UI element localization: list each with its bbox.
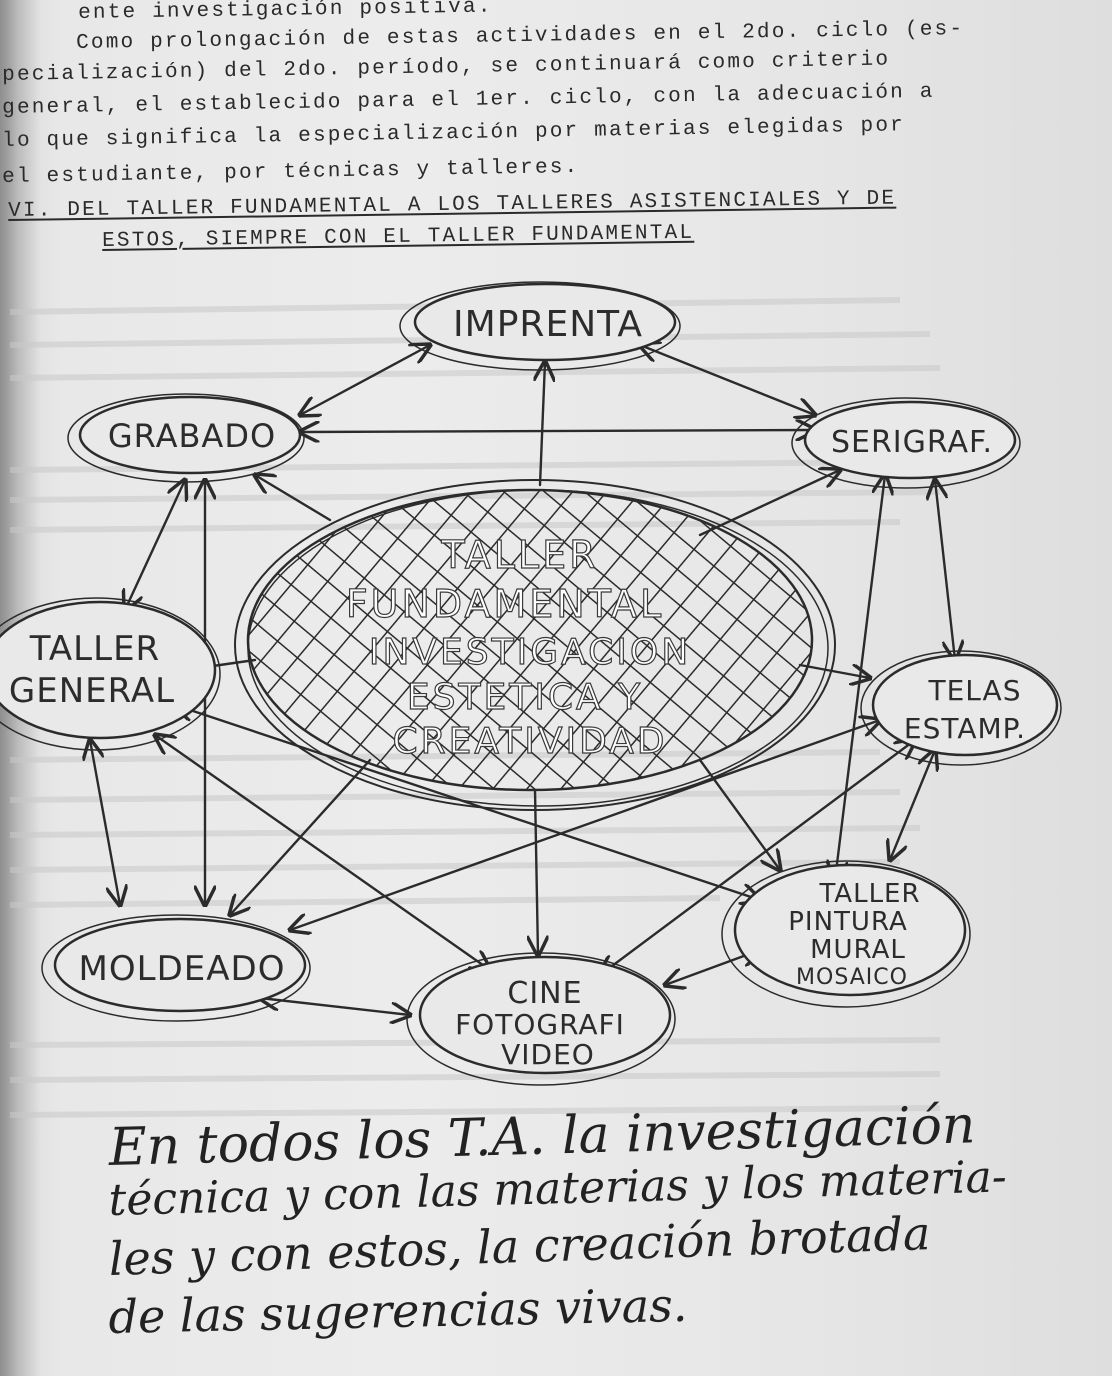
label-telas-1: TELAS (928, 674, 1022, 707)
label-pintura-3: MURAL (810, 935, 906, 965)
label-cine-1: CINE (507, 976, 582, 1011)
label-taller-general-1: TALLER (29, 629, 160, 669)
label-telas-2: ESTAMP. (904, 712, 1026, 745)
center-label-line-4: ESTETICA Y (407, 677, 643, 718)
center-node: TALLER FUNDAMENTAL INVESTIGACION ESTETIC… (234, 479, 836, 811)
arrow-imprenta-serigrafia (640, 345, 815, 415)
center-label-line-5: CREATIVIDAD (392, 721, 667, 762)
label-pintura-2: PINTURA (788, 907, 908, 937)
arrow-grabado-serigrafia (300, 430, 815, 432)
arrow-telas-pintura (890, 750, 935, 860)
arrow-telas-cine (600, 740, 915, 975)
label-serigrafia: SERIGRAF. (831, 425, 993, 460)
label-taller-general-2: GENERAL (9, 671, 175, 711)
node-telas-estampadas: TELAS ESTAMP. (860, 650, 1062, 766)
label-cine-2: FOTOGRAFI (455, 1008, 625, 1041)
node-imprenta: IMPRENTA (399, 281, 681, 371)
arrow-center-grabado (255, 475, 332, 522)
node-taller-general: TALLER GENERAL (0, 597, 221, 751)
label-pintura-1: TALLER (818, 879, 920, 909)
label-cine-3: VIDEO (501, 1038, 595, 1071)
arrow-center-pintura (698, 758, 780, 870)
node-serigrafia: SERIGRAF. (791, 397, 1021, 489)
label-grabado: GRABADO (108, 417, 276, 455)
arrow-grabado-imprenta (300, 345, 430, 415)
node-moldeado: MOLDEADO (41, 914, 311, 1022)
arrow-center-cine (535, 788, 538, 955)
arrow-grabado-general (125, 480, 185, 610)
node-cine-foto-video: CINE FOTOGRAFI VIDEO (406, 952, 676, 1086)
label-moldeado: MOLDEADO (79, 949, 286, 989)
center-label-line-2: FUNDAMENTAL (346, 582, 664, 626)
label-pintura-4: MOSAICO (796, 965, 908, 990)
arrow-general-moldeado (90, 740, 120, 905)
node-taller-pintura: TALLER PINTURA MURAL MOSAICO (721, 860, 971, 1008)
connection-arrows (90, 345, 955, 1015)
center-label-line-3: INVESTIGACION (369, 632, 691, 673)
arrow-serigrafia-telas (935, 480, 955, 660)
label-imprenta: IMPRENTA (453, 304, 643, 345)
center-label-line-1: TALLER (440, 533, 598, 577)
node-grabado: GRABADO (67, 393, 305, 483)
arrow-center-serigrafia (698, 470, 840, 537)
arrow-moldeado-cine (260, 998, 410, 1015)
